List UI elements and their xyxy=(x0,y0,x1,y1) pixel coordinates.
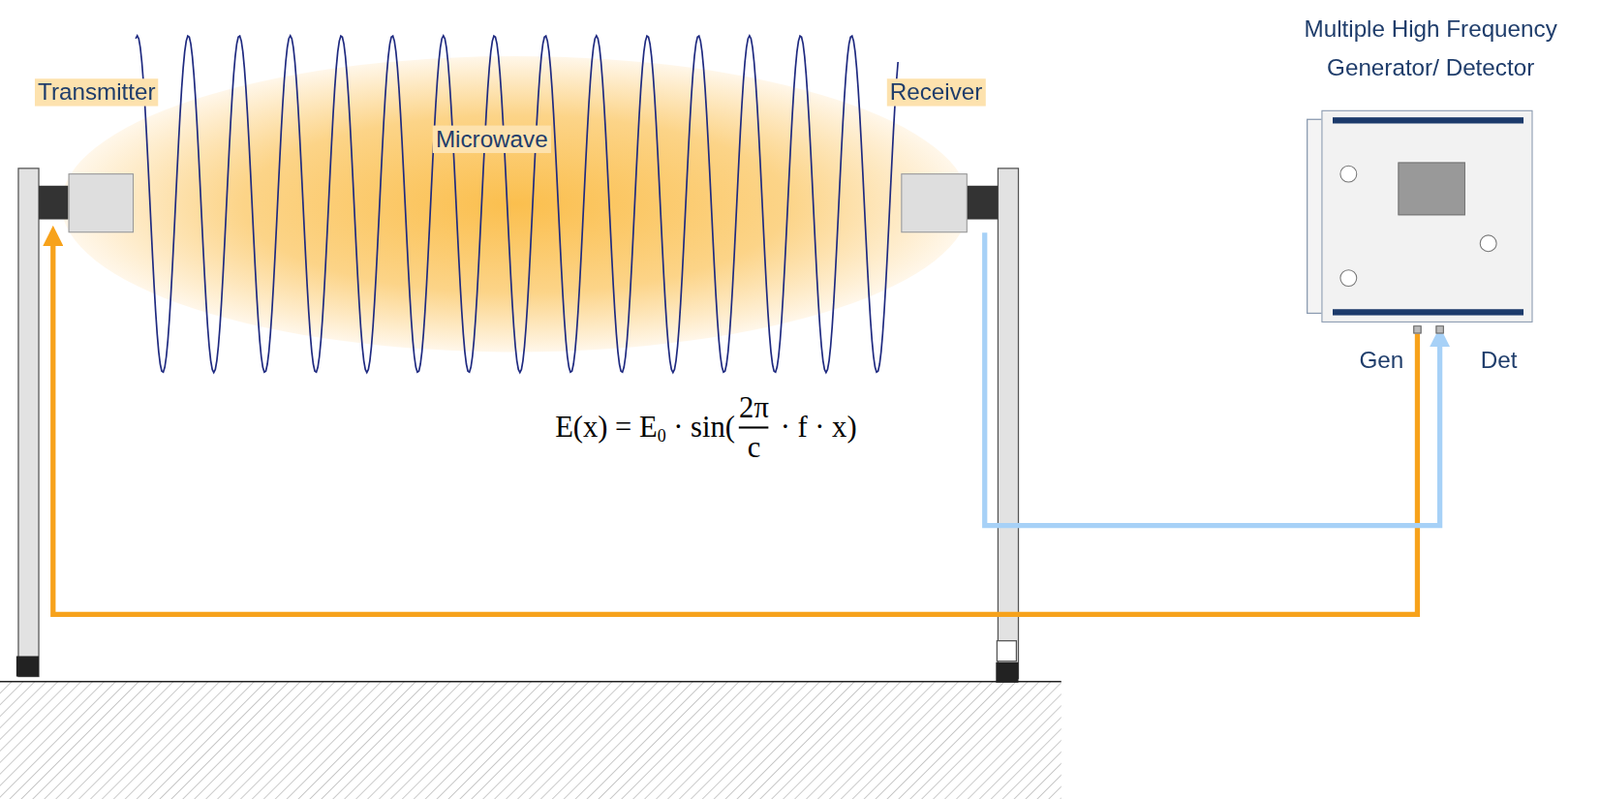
node-label: Gen xyxy=(1355,346,1407,374)
node-label: Det xyxy=(1477,346,1521,374)
sine-wave xyxy=(135,35,898,373)
formula-part: · f · x) xyxy=(772,410,858,445)
node-label: Multiple High Frequency Generator/ Detec… xyxy=(1279,8,1582,87)
ground-line xyxy=(0,680,1062,683)
device-knob xyxy=(1339,165,1357,184)
pole-base xyxy=(16,655,39,677)
device-box: Multiple High Frequency Generator/ Detec… xyxy=(1321,110,1533,323)
device-stripe xyxy=(1332,308,1524,315)
formula-part: · sin( xyxy=(666,410,736,445)
device-display xyxy=(1397,162,1466,216)
device-knob xyxy=(1479,234,1498,252)
fraction-numerator: 2π xyxy=(738,391,770,426)
antenna-horn xyxy=(68,173,134,233)
ground-hatch xyxy=(0,681,1062,799)
node-label: Receiver xyxy=(887,78,986,106)
antenna-unit: Receiver xyxy=(900,173,998,233)
wave-label: Microwave xyxy=(432,125,552,154)
fraction-denominator: c xyxy=(747,430,762,464)
left-pole xyxy=(18,168,39,677)
device-knob xyxy=(1339,269,1357,287)
pole-base xyxy=(995,662,1018,683)
antenna-arm xyxy=(38,185,69,220)
signal-cable xyxy=(53,234,1418,615)
node-label: Transmitter xyxy=(34,78,159,106)
antenna-arm xyxy=(967,185,999,220)
fraction: 2π c xyxy=(738,391,770,464)
fraction-bar xyxy=(738,426,770,429)
antenna-horn xyxy=(900,173,967,233)
device-stripe xyxy=(1332,117,1524,124)
pole-clamp xyxy=(996,641,1016,662)
port-terminal: Gen xyxy=(1413,325,1421,334)
formula-subscript: 0 xyxy=(657,426,667,447)
port-terminal: Det xyxy=(1435,325,1444,334)
formula: E(x) = E0 · sin(2π c · f · x) xyxy=(551,391,862,464)
antenna-unit: Transmitter xyxy=(38,173,134,233)
formula-part: E(x) = E xyxy=(554,410,657,445)
right-pole xyxy=(997,168,1018,679)
